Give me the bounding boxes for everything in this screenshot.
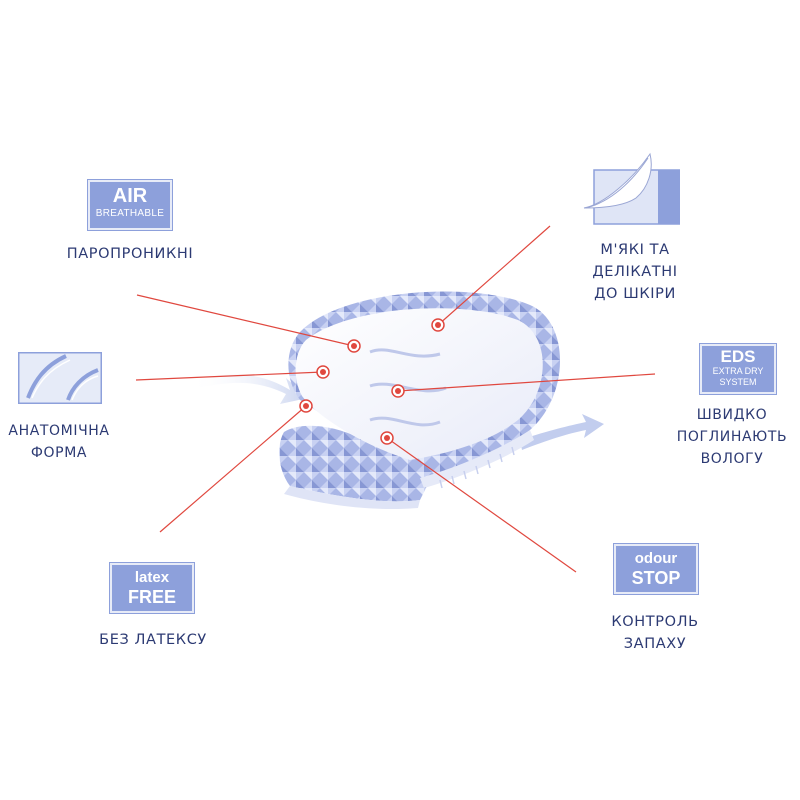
eds-caption: ШВИДКО ПОГЛИНАЮТЬ ВОЛОГУ — [664, 404, 800, 470]
eds-caption-line2: ПОГЛИНАЮТЬ — [676, 429, 788, 445]
anatomic-caption-line1: АНАТОМІЧНА — [8, 423, 110, 439]
anatomic-shape-icon — [18, 352, 102, 404]
eds-badge-subtitle-line1: EXTRA DRY — [712, 366, 764, 376]
airflow-arrow-left — [190, 374, 308, 404]
feather-icon — [583, 152, 680, 225]
latex-badge-line2: FREE — [127, 587, 176, 607]
connector-lines — [135, 225, 656, 573]
eds-badge: EDS EXTRA DRY SYSTEM — [699, 343, 777, 395]
odour-stop-badge: odour STOP — [613, 543, 699, 595]
latex-badge-line1: latex — [134, 569, 170, 586]
odour-caption-line2: ЗАПАХУ — [623, 636, 687, 652]
eds-badge-title: EDS — [720, 347, 756, 366]
air-badge-subtitle: BREATHABLE — [95, 208, 165, 219]
eds-badge-subtitle-line2: SYSTEM — [719, 377, 757, 387]
latex-caption: БЕЗ ЛАТЕКСУ — [99, 632, 207, 648]
anatomic-caption-line2: ФОРМА — [30, 445, 88, 461]
odour-caption-line1: КОНТРОЛЬ — [611, 614, 699, 630]
air-badge-title: AIR — [112, 185, 148, 207]
eds-caption-line1: ШВИДКО — [696, 407, 768, 423]
connector-dots — [299, 318, 445, 445]
air-caption: ПАРОПРОНИКНІ — [66, 246, 194, 262]
anatomic-caption: АНАТОМІЧНА ФОРМА — [0, 420, 118, 464]
air-breathable-badge: AIR BREATHABLE — [87, 179, 173, 231]
odour-badge-line2: STOP — [631, 568, 681, 588]
latex-free-badge: latex FREE — [109, 562, 195, 614]
pad-body — [279, 291, 560, 510]
odour-caption: КОНТРОЛЬ ЗАПАХУ — [580, 611, 730, 655]
eds-caption-line3: ВОЛОГУ — [700, 451, 764, 467]
soft-caption-line1: М'ЯКІ ТА — [600, 242, 670, 258]
soft-caption-line2: ДЕЛІКАТНІ — [592, 264, 678, 280]
odour-badge-line1: odour — [634, 550, 678, 567]
soft-caption: М'ЯКІ ТА ДЕЛІКАТНІ ДО ШКІРИ — [560, 239, 710, 305]
soft-caption-line3: ДО ШКІРИ — [594, 286, 676, 302]
airflow-arrow-right — [520, 414, 604, 450]
